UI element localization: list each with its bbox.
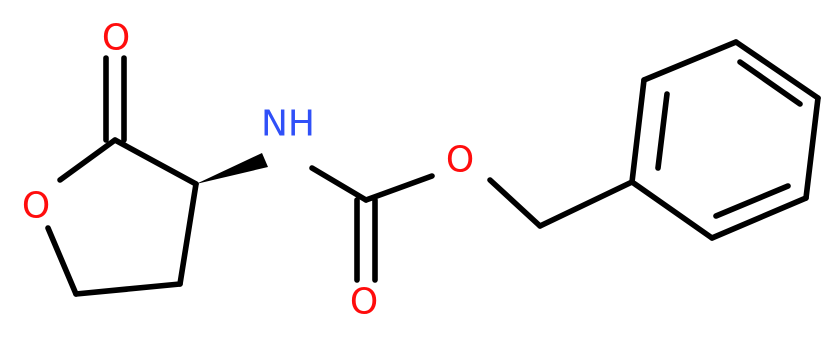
bond-ph-6	[629, 179, 715, 241]
atom-nh: NH	[261, 104, 315, 145]
bond-ph-3	[733, 39, 821, 101]
bond-oring-c5	[45, 225, 79, 297]
bond-c4-c3	[177, 181, 199, 287]
bond-ph-4	[803, 95, 821, 201]
atom-o-ester: O	[446, 140, 474, 181]
bond-c5-c4	[73, 281, 183, 297]
bond-ph-1	[629, 77, 647, 185]
atom-o-ring: O	[22, 186, 50, 227]
bond-ch2-phenyl	[537, 179, 635, 229]
stereo-wedge-bond	[196, 153, 268, 184]
bond-carbonyl-oester	[363, 173, 435, 203]
lactone-ring	[45, 55, 199, 297]
atom-o-carbamate-carbonyl: O	[350, 282, 378, 323]
atom-labels: O O NH O O	[22, 18, 474, 323]
carbamate-group	[309, 165, 635, 283]
atom-o-ring-carbonyl: O	[102, 18, 130, 59]
bond-ph-inner-2	[737, 59, 803, 107]
bond-ph-2	[641, 39, 739, 83]
bond-c3-c2	[112, 137, 199, 187]
bond-ph-inner-3	[713, 183, 791, 219]
bond-ph-inner-1	[655, 91, 670, 171]
phenyl-ring	[629, 39, 821, 241]
bond-ph-5	[709, 195, 809, 241]
bond-n-carbonyl	[309, 165, 369, 203]
bond-oester-ch2	[487, 177, 543, 229]
bond-c2-oring	[57, 137, 118, 183]
